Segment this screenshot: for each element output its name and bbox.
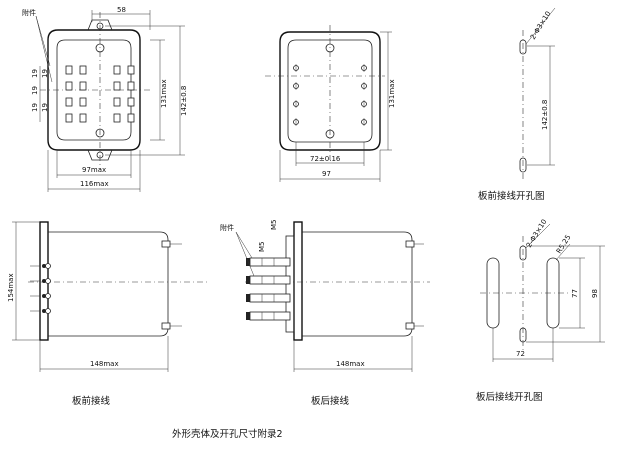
footer-title: 外形壳体及开孔尺寸附录2	[172, 428, 283, 440]
pitch-label-1: 19	[31, 69, 39, 78]
front-height-outer: 142±0.8	[180, 86, 188, 116]
front-side-height: 154max	[7, 273, 15, 302]
rear-side-depth: 148max	[336, 360, 365, 368]
rear-cutout-hole-spec: 2-Φ3×10	[525, 218, 549, 249]
front-width-outer: 116max	[80, 180, 109, 188]
front-cutout-hole-spec: 2-Φ3×10	[529, 10, 553, 41]
rear-side-view: 附件 M5 M5 148max 板后接线	[220, 220, 430, 407]
rear-cutout-caption: 板后接线开孔图	[476, 391, 543, 403]
front-accessory-label: 附件	[22, 8, 36, 17]
rear-side-m5-a: M5	[270, 220, 278, 231]
pitch-label-3: 19	[31, 103, 39, 112]
rear-height: 131max	[388, 79, 396, 108]
front-width-inner: 97max	[82, 166, 106, 174]
rear-pitch: 72±0.16	[310, 155, 341, 163]
front-side-view: 154max 148max 板前接线	[7, 221, 210, 407]
rear-side-caption: 板后接线	[311, 395, 350, 407]
front-width-top: 58	[117, 6, 126, 14]
rear-cutout-dim-72: 72	[516, 350, 525, 358]
rear-view: 131max 72±0.16 97	[265, 25, 396, 182]
rear-side-accessory-label: 附件	[220, 223, 234, 232]
rear-cutout-dim-98: 98	[591, 289, 599, 298]
rear-side-m5-b: M5	[258, 242, 266, 253]
pitch-label-2: 19	[31, 86, 39, 95]
front-side-depth: 148max	[90, 360, 119, 368]
front-cutout: 142±0.8 2-Φ3×10 板前接线开孔图	[478, 7, 556, 202]
front-side-caption: 板前接线	[72, 395, 111, 407]
rear-cutout: 2-Φ3×10 R5.25 77 98 72 板后接线开孔图	[476, 218, 605, 403]
front-view: 附件 58 19 19 19 19 19 131max 142±0.8 97ma…	[22, 6, 188, 192]
rear-width: 97	[322, 170, 331, 178]
rear-cutout-dim-77: 77	[571, 289, 579, 298]
pitch-label-5: 19	[41, 103, 49, 112]
front-cutout-pitch: 142±0.8	[541, 100, 549, 130]
pitch-label-4: 19	[41, 69, 49, 78]
front-height-inner: 131max	[160, 79, 168, 108]
front-cutout-caption: 板前接线开孔图	[478, 190, 545, 202]
